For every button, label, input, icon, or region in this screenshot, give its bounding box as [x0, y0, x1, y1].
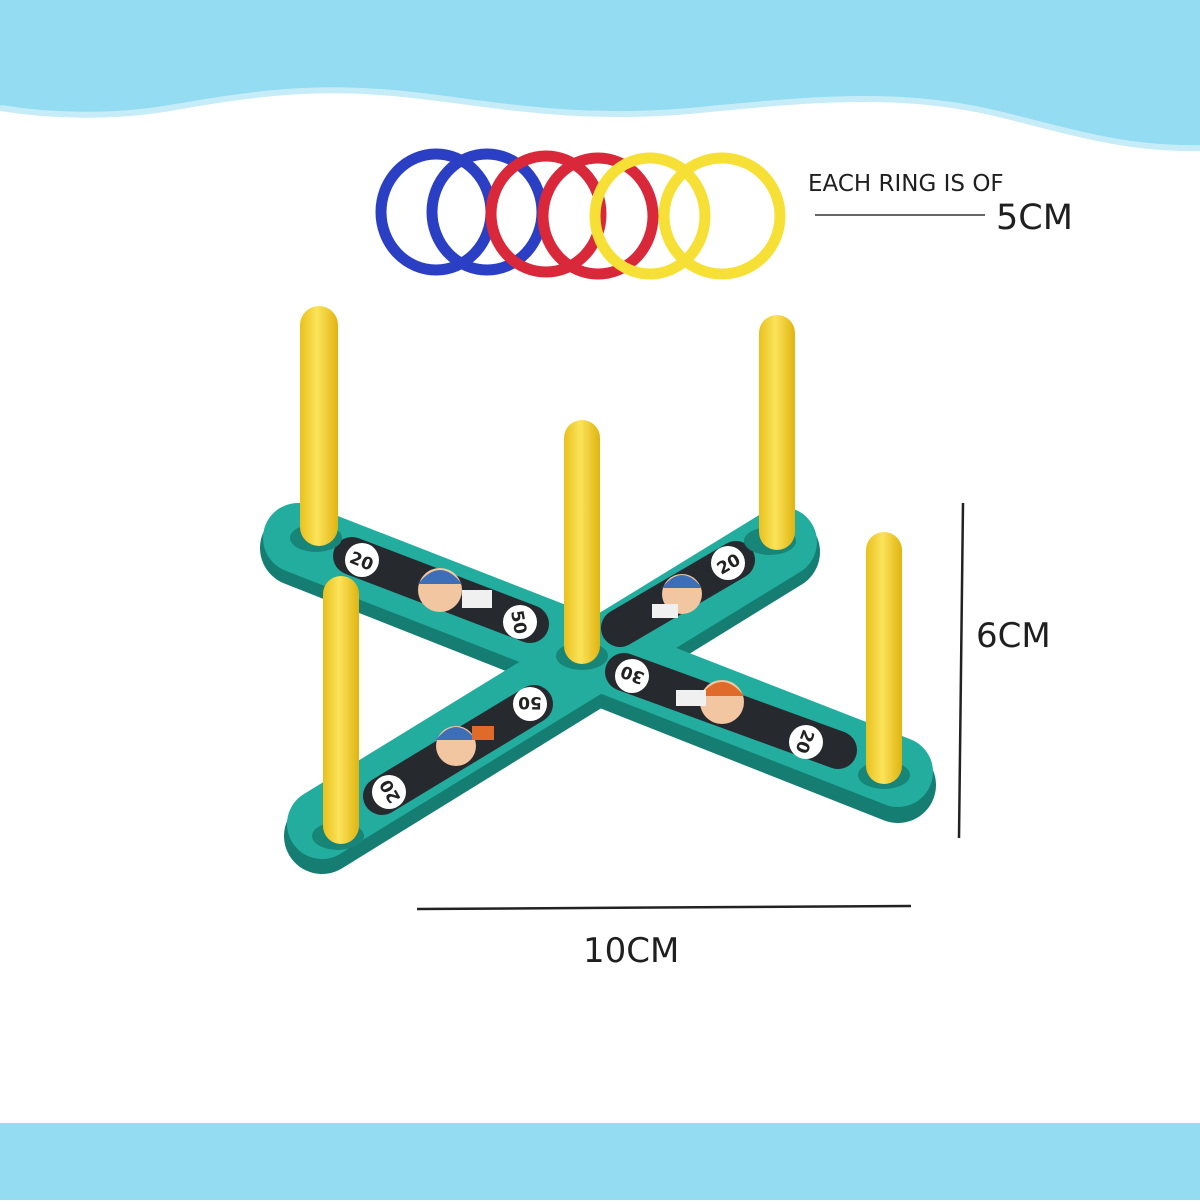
- cartoon-character-icon: [652, 574, 702, 618]
- height-dimension-label: 6CM: [976, 616, 1051, 656]
- ring-size-value: 5CM: [996, 198, 1073, 238]
- peg-icon: [564, 420, 600, 664]
- peg-icon: [759, 315, 795, 550]
- score-value: 50: [518, 692, 542, 712]
- top-wave-highlight: [0, 87, 1200, 152]
- cartoon-character-icon: [676, 680, 744, 724]
- score-value: 50: [506, 609, 530, 636]
- ring-icon: [485, 150, 607, 278]
- peg-set: [300, 306, 902, 844]
- peg-icon: [300, 306, 338, 546]
- score-badge: 30: [615, 659, 649, 693]
- cartoon-character-icon: [418, 568, 492, 612]
- score-badge: 50: [503, 605, 537, 639]
- ring-size-note: EACH RING IS OF: [808, 171, 1004, 197]
- score-badge: 20: [789, 725, 823, 759]
- ring-set: [375, 148, 786, 280]
- score-badge: 20: [711, 546, 745, 580]
- score-badge: 50: [513, 687, 547, 721]
- height-dimension-line: [957, 502, 965, 839]
- ring-icon: [589, 152, 711, 280]
- top-wave-banner: [0, 0, 1200, 149]
- ring-icon: [537, 152, 659, 280]
- ring-toss-board: 20 50 20 50 20 30: [260, 503, 936, 874]
- cartoon-character-icon: [436, 726, 494, 766]
- score-badge: 20: [372, 775, 406, 809]
- width-dimension-line: [416, 904, 912, 911]
- bottom-banner: [0, 1123, 1200, 1200]
- score-badge: 20: [345, 543, 379, 577]
- peg-icon: [323, 576, 359, 844]
- peg-icon: [866, 532, 902, 784]
- width-dimension-label: 10CM: [583, 931, 680, 971]
- ring-icon: [658, 152, 786, 280]
